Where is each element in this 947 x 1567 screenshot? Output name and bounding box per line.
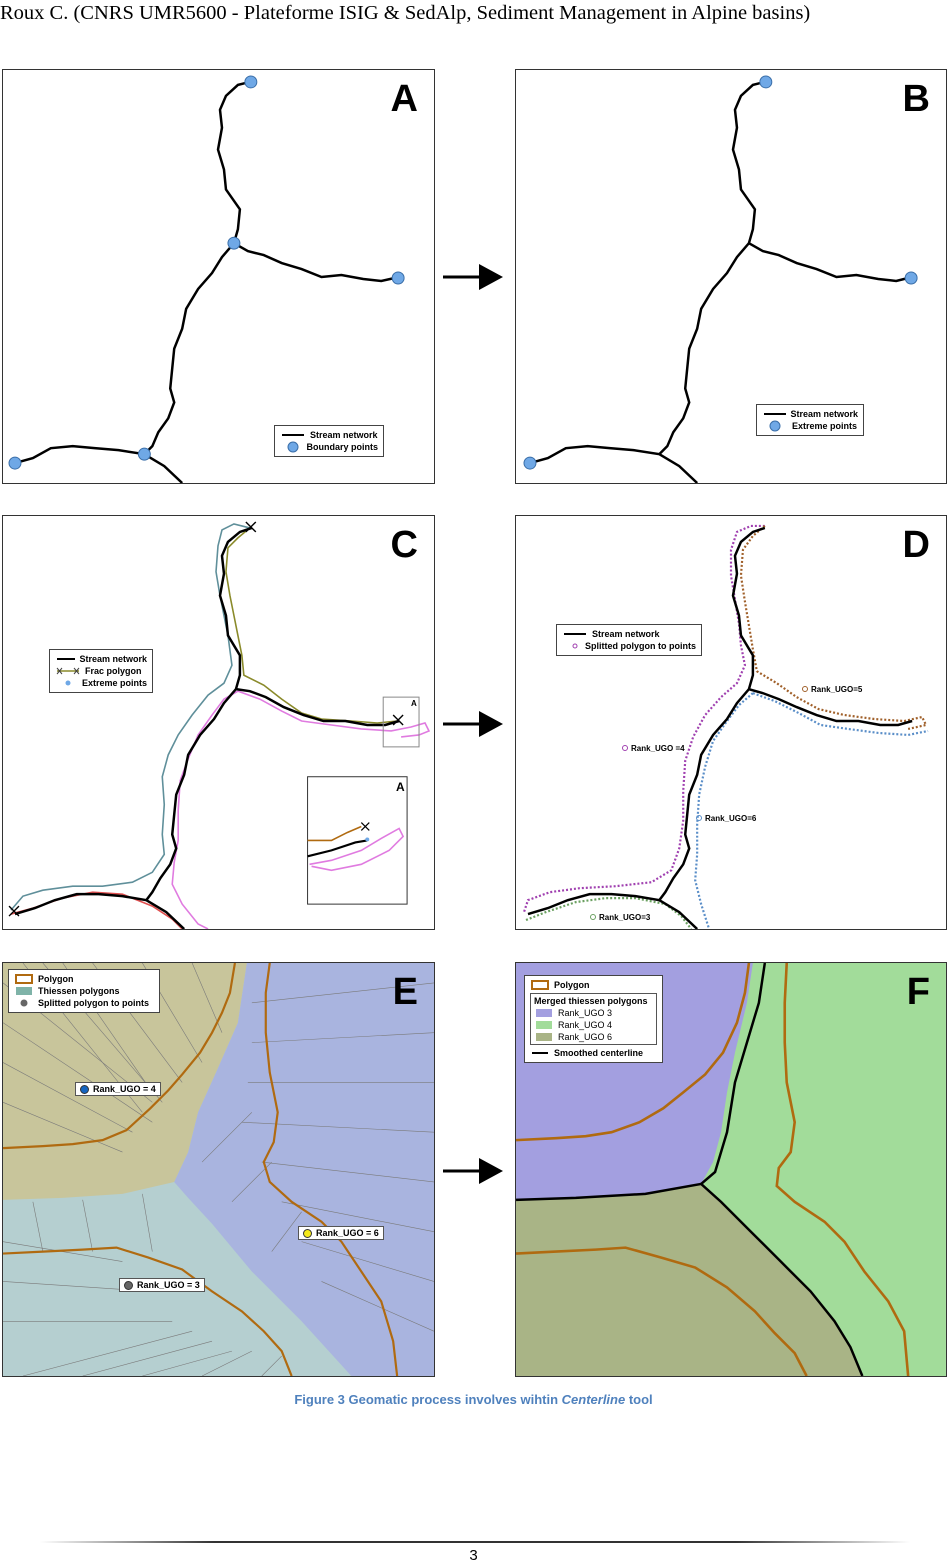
merged-group: Merged thiessen polygons Rank_UGO 3 Rank… [530, 993, 657, 1045]
thiessen-blue-region [174, 963, 434, 1376]
inset-locator-box [382, 696, 420, 748]
legend-row: Extreme points [762, 420, 858, 432]
inset-locator-label: A [411, 699, 417, 708]
panel-label: B [902, 78, 930, 120]
panel-label: C [390, 524, 418, 566]
rank-tag-3: Rank_UGO=3 [590, 913, 650, 922]
legend-label: Stream network [592, 629, 660, 639]
panel-b-legend: Stream network Extreme points [756, 404, 864, 436]
rank-tag-6: Rank_UGO=6 [696, 814, 756, 823]
panel-b: B Stream network Extreme points [515, 69, 947, 484]
legend-label: Extreme points [792, 421, 858, 431]
panel-label: E [392, 971, 418, 1013]
boundary-point [244, 75, 258, 89]
boundary-point [391, 271, 405, 285]
extreme-x-mark [245, 521, 257, 533]
panel-c-legend: Stream network Frac polygon Extreme poin… [49, 649, 153, 693]
panel-a: A Stream network Boundary points [2, 69, 435, 484]
legend-row: Rank_UGO 3 [534, 1007, 653, 1019]
green-points [525, 897, 693, 929]
legend-row: Stream network [280, 429, 378, 441]
legend-label: Boundary points [306, 442, 379, 452]
legend-label: Splitted polygon to points [38, 998, 149, 1008]
boundary-point [137, 447, 151, 461]
panel-c-map [8, 521, 431, 929]
legend-label: Stream network [790, 409, 858, 419]
legend-row: Smoothed centerline [530, 1047, 657, 1059]
legend-group-title: Merged thiessen polygons [534, 996, 648, 1006]
arrow-right-icon [443, 1158, 503, 1184]
footer-divider [40, 1541, 910, 1543]
legend-label: Rank_UGO 4 [558, 1020, 613, 1030]
panel-c: C A A Stream network Frac polygon Extrem… [2, 515, 435, 930]
panel-e-map [3, 963, 434, 1376]
rank-tag-5: Rank_UGO=5 [802, 685, 862, 694]
legend-label: Splitted polygon to points [585, 641, 696, 651]
legend-label: Rank_UGO 3 [558, 1008, 613, 1018]
stream-network-line [143, 80, 251, 456]
extreme-x-mark [392, 714, 404, 726]
panel-a-map [8, 75, 405, 483]
legend-row: Rank_UGO 4 [534, 1019, 653, 1031]
panel-f: F Polygon Merged thiessen polygons Rank_… [515, 962, 947, 1377]
legend-row: Stream network [762, 408, 858, 420]
rank-tag-4: Rank_UGO =4 [622, 744, 685, 753]
arrow-right-icon [443, 711, 503, 737]
extreme-point [759, 75, 773, 89]
legend-label: Smoothed centerline [554, 1048, 644, 1058]
legend-row: Extreme points [55, 677, 147, 689]
extreme-point [523, 456, 537, 470]
boundary-point [8, 456, 22, 470]
purple-points [522, 524, 765, 913]
legend-label: Frac polygon [85, 666, 142, 676]
arrow-right-icon [443, 264, 503, 290]
legend-label: Polygon [38, 974, 74, 984]
legend-row: Rank_UGO 6 [534, 1031, 653, 1043]
legend-row: Stream network [562, 628, 696, 640]
legend-row: Boundary points [280, 441, 378, 453]
blue-points [694, 692, 754, 929]
panel-e-legend: Polygon Thiessen polygons Splitted polyg… [8, 969, 160, 1013]
panel-d-legend: Stream network Splitted polygon to point… [556, 624, 702, 656]
panel-f-legend: Polygon Merged thiessen polygons Rank_UG… [524, 975, 663, 1063]
legend-label: Stream network [79, 654, 147, 664]
panel-a-legend: Stream network Boundary points [274, 425, 384, 457]
extreme-x-mark [8, 905, 20, 917]
legend-row: Thiessen polygons [14, 985, 154, 997]
legend-label: Extreme points [81, 678, 147, 688]
legend-row: Stream network [55, 653, 147, 665]
extreme-point [904, 271, 918, 285]
boundary-point [227, 236, 241, 250]
legend-label: Rank_UGO 6 [558, 1032, 613, 1042]
legend-label: Polygon [554, 980, 590, 990]
page-header: Roux C. (CNRS UMR5600 - Plateforme ISIG … [0, 2, 811, 24]
panel-label: A [390, 78, 418, 120]
page-number: 3 [469, 1547, 478, 1564]
panel-d: D Stream network Splitted polygon to poi… [515, 515, 947, 930]
panel-e: E Polygon Thiessen polygons Splitted pol… [2, 962, 435, 1377]
inset-label: A [396, 780, 405, 794]
merged-olive-region [516, 1183, 863, 1376]
panel-label: F [906, 971, 930, 1013]
rank-tag-6: Rank_UGO = 6 [298, 1226, 384, 1240]
legend-row: Polygon [530, 979, 657, 991]
rank-tag-3: Rank_UGO = 3 [119, 1278, 205, 1292]
legend-row: Frac polygon [55, 665, 147, 677]
legend-row: Polygon [14, 973, 154, 985]
figure-caption: Figure 3 Geomatic process involves wihti… [294, 1392, 653, 1407]
legend-row: Splitted polygon to points [14, 997, 154, 1009]
legend-row: Splitted polygon to points [562, 640, 696, 652]
legend-label: Thiessen polygons [38, 986, 120, 996]
panel-b-map [523, 75, 918, 483]
panel-label: D [902, 524, 930, 566]
panel-d-map [522, 524, 929, 929]
rank-tag-4: Rank_UGO = 4 [75, 1082, 161, 1096]
legend-label: Stream network [310, 430, 378, 440]
thiessen-olive-region [3, 963, 247, 1200]
